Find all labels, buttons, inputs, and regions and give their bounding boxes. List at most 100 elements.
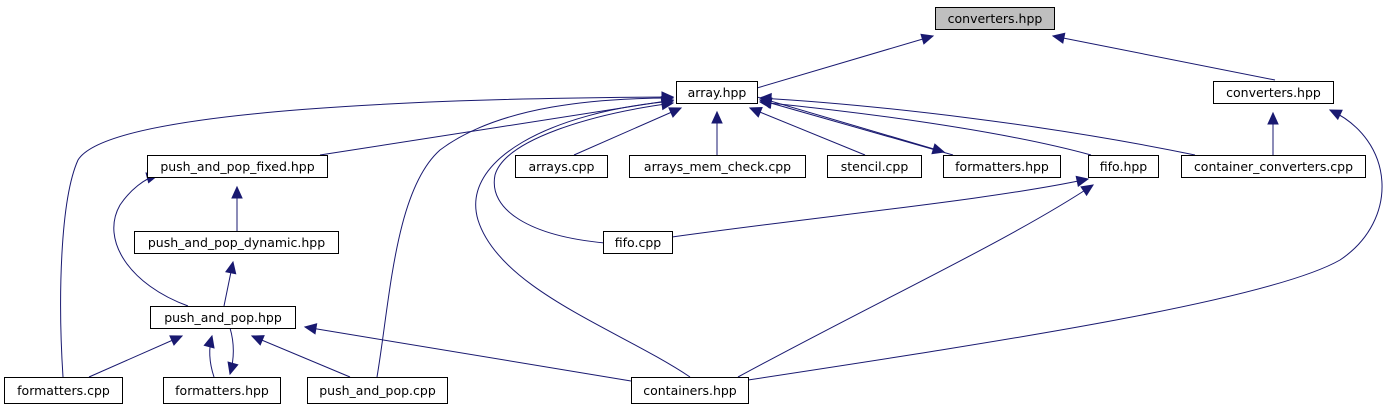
edge-containers_hpp-to-fifo_hpp bbox=[737, 184, 1095, 378]
node-label: array.hpp bbox=[688, 85, 747, 100]
edge-line bbox=[759, 97, 1196, 156]
node-label: fifo.hpp bbox=[1100, 159, 1148, 174]
edge-push_and_pop_cpp-to-push_and_pop_hpp bbox=[250, 335, 351, 378]
node-containers-hpp[interactable]: containers.hpp bbox=[631, 377, 749, 404]
node-box[interactable] bbox=[676, 81, 758, 104]
edge-line bbox=[60, 96, 674, 378]
edge-line bbox=[573, 107, 682, 156]
edge-arrowhead bbox=[748, 107, 763, 118]
edge-push_and_pop_hpp-to-push_and_pop_dynamic bbox=[223, 260, 237, 307]
node-label: converters.hpp bbox=[948, 11, 1043, 26]
node-formatters-hpp-top[interactable]: formatters.hpp bbox=[943, 155, 1061, 178]
edge-arrowhead bbox=[227, 361, 239, 376]
edge-line bbox=[1052, 35, 1276, 81]
edge-array_hpp-to-converters_root bbox=[756, 33, 935, 89]
node-label: stencil.cpp bbox=[841, 159, 909, 174]
node-label: push_and_pop_fixed.hpp bbox=[160, 159, 314, 174]
edge-arrowhead bbox=[931, 143, 946, 155]
edge-line bbox=[756, 35, 934, 89]
node-label: push_and_pop_dynamic.hpp bbox=[148, 235, 325, 250]
node-label: arrays.cpp bbox=[528, 159, 594, 174]
node-container-converters[interactable]: container_converters.cpp bbox=[1181, 155, 1366, 178]
node-box[interactable] bbox=[307, 377, 448, 404]
node-push-and-pop-cpp[interactable]: push_and_pop.cpp bbox=[307, 377, 448, 404]
node-box[interactable] bbox=[134, 231, 339, 254]
edge-arrowhead bbox=[250, 335, 265, 346]
node-push-and-pop-fixed[interactable]: push_and_pop_fixed.hpp bbox=[147, 155, 328, 178]
edge-line bbox=[88, 335, 183, 378]
node-label: formatters.hpp bbox=[175, 383, 269, 398]
edge-line bbox=[737, 184, 1094, 378]
edge-line bbox=[304, 326, 632, 382]
node-converters-root[interactable]: converters.hpp bbox=[935, 7, 1055, 30]
node-box[interactable] bbox=[1181, 155, 1366, 178]
node-converters-hpp[interactable]: converters.hpp bbox=[1213, 81, 1334, 104]
edge-line bbox=[493, 102, 674, 244]
edge-container_converters-to-converters_hpp bbox=[1267, 111, 1279, 155]
edge-push_and_pop_hpp-to-formatters_hpp_bottom bbox=[227, 327, 239, 376]
node-arrays-mem-check[interactable]: arrays_mem_check.cpp bbox=[629, 155, 806, 178]
edge-line bbox=[251, 335, 351, 378]
node-box[interactable] bbox=[1213, 81, 1334, 104]
edge-line bbox=[671, 178, 1089, 238]
edge-arrowhead bbox=[303, 323, 318, 335]
node-formatters-cpp[interactable]: formatters.cpp bbox=[4, 377, 123, 404]
node-label: push_and_pop.hpp bbox=[164, 310, 282, 325]
node-box[interactable] bbox=[827, 155, 922, 178]
node-box[interactable] bbox=[4, 377, 123, 404]
node-label: containers.hpp bbox=[643, 383, 737, 398]
node-label: converters.hpp bbox=[1226, 85, 1321, 100]
node-box[interactable] bbox=[935, 7, 1055, 30]
edge-push_and_pop_dynamic-to-push_and_pop_fixed bbox=[231, 185, 243, 231]
edge-formatters_hpp_bottom-to-push_and_pop_hpp bbox=[203, 334, 215, 378]
node-formatters-hpp-bottom[interactable]: formatters.hpp bbox=[163, 377, 281, 404]
edge-arrowhead bbox=[231, 185, 243, 199]
node-box[interactable] bbox=[1088, 155, 1159, 178]
edge-formatters_cpp-to-push_and_pop_hpp bbox=[88, 335, 184, 378]
edge-line bbox=[376, 97, 674, 378]
node-label: arrays_mem_check.cpp bbox=[644, 159, 791, 174]
node-box[interactable] bbox=[631, 377, 749, 404]
node-array-hpp[interactable]: array.hpp bbox=[676, 81, 758, 104]
node-box[interactable] bbox=[150, 306, 296, 329]
edge-arrowhead bbox=[758, 92, 772, 105]
node-push-and-pop-hpp[interactable]: push_and_pop.hpp bbox=[150, 306, 296, 329]
node-box[interactable] bbox=[147, 155, 328, 178]
edge-array_hpp-to-formatters_hpp_top bbox=[756, 96, 946, 155]
node-arrays-cpp[interactable]: arrays.cpp bbox=[515, 155, 608, 178]
edge-arrays_mem_check-to-array_hpp bbox=[711, 110, 723, 155]
edge-arrowhead bbox=[1080, 184, 1095, 197]
node-push-and-pop-dynamic[interactable]: push_and_pop_dynamic.hpp bbox=[134, 231, 339, 254]
node-label: container_converters.cpp bbox=[1194, 159, 1353, 174]
edge-arrowhead bbox=[1328, 109, 1343, 121]
edge-arrowhead bbox=[169, 335, 184, 346]
edge-containers_hpp-to-array_hpp bbox=[475, 96, 691, 378]
node-fifo-cpp[interactable]: fifo.cpp bbox=[603, 231, 673, 254]
edge-line bbox=[475, 100, 691, 378]
edge-stencil_cpp-to-array_hpp bbox=[748, 107, 866, 156]
edge-converters_hpp-to-converters_root bbox=[1051, 32, 1276, 81]
edge-line bbox=[113, 174, 189, 307]
edge-line bbox=[756, 96, 945, 153]
edge-line bbox=[759, 99, 954, 156]
edge-line bbox=[749, 107, 866, 156]
edge-arrowhead bbox=[668, 107, 683, 118]
node-box[interactable] bbox=[629, 155, 806, 178]
node-box[interactable] bbox=[603, 231, 673, 254]
edge-arrays_cpp-to-array_hpp bbox=[573, 107, 683, 156]
edge-push_and_pop_fixed-to-array_hpp bbox=[319, 96, 675, 156]
edge-arrowhead bbox=[1267, 111, 1279, 125]
node-box[interactable] bbox=[515, 155, 608, 178]
node-box[interactable] bbox=[943, 155, 1061, 178]
edge-containers_hpp-to-push_and_pop_hpp bbox=[303, 323, 632, 382]
node-label: push_and_pop.cpp bbox=[319, 383, 436, 398]
edge-arrowhead bbox=[225, 260, 237, 275]
edge-arrowhead bbox=[1051, 32, 1066, 44]
node-stencil-cpp[interactable]: stencil.cpp bbox=[827, 155, 922, 178]
nodes-layer: converters.hpp array.hpp converters.hpp pus… bbox=[4, 7, 1366, 404]
node-label: formatters.cpp bbox=[17, 383, 110, 398]
edges-layer bbox=[60, 32, 1383, 382]
node-fifo-hpp[interactable]: fifo.hpp bbox=[1088, 155, 1159, 178]
node-box[interactable] bbox=[163, 377, 281, 404]
